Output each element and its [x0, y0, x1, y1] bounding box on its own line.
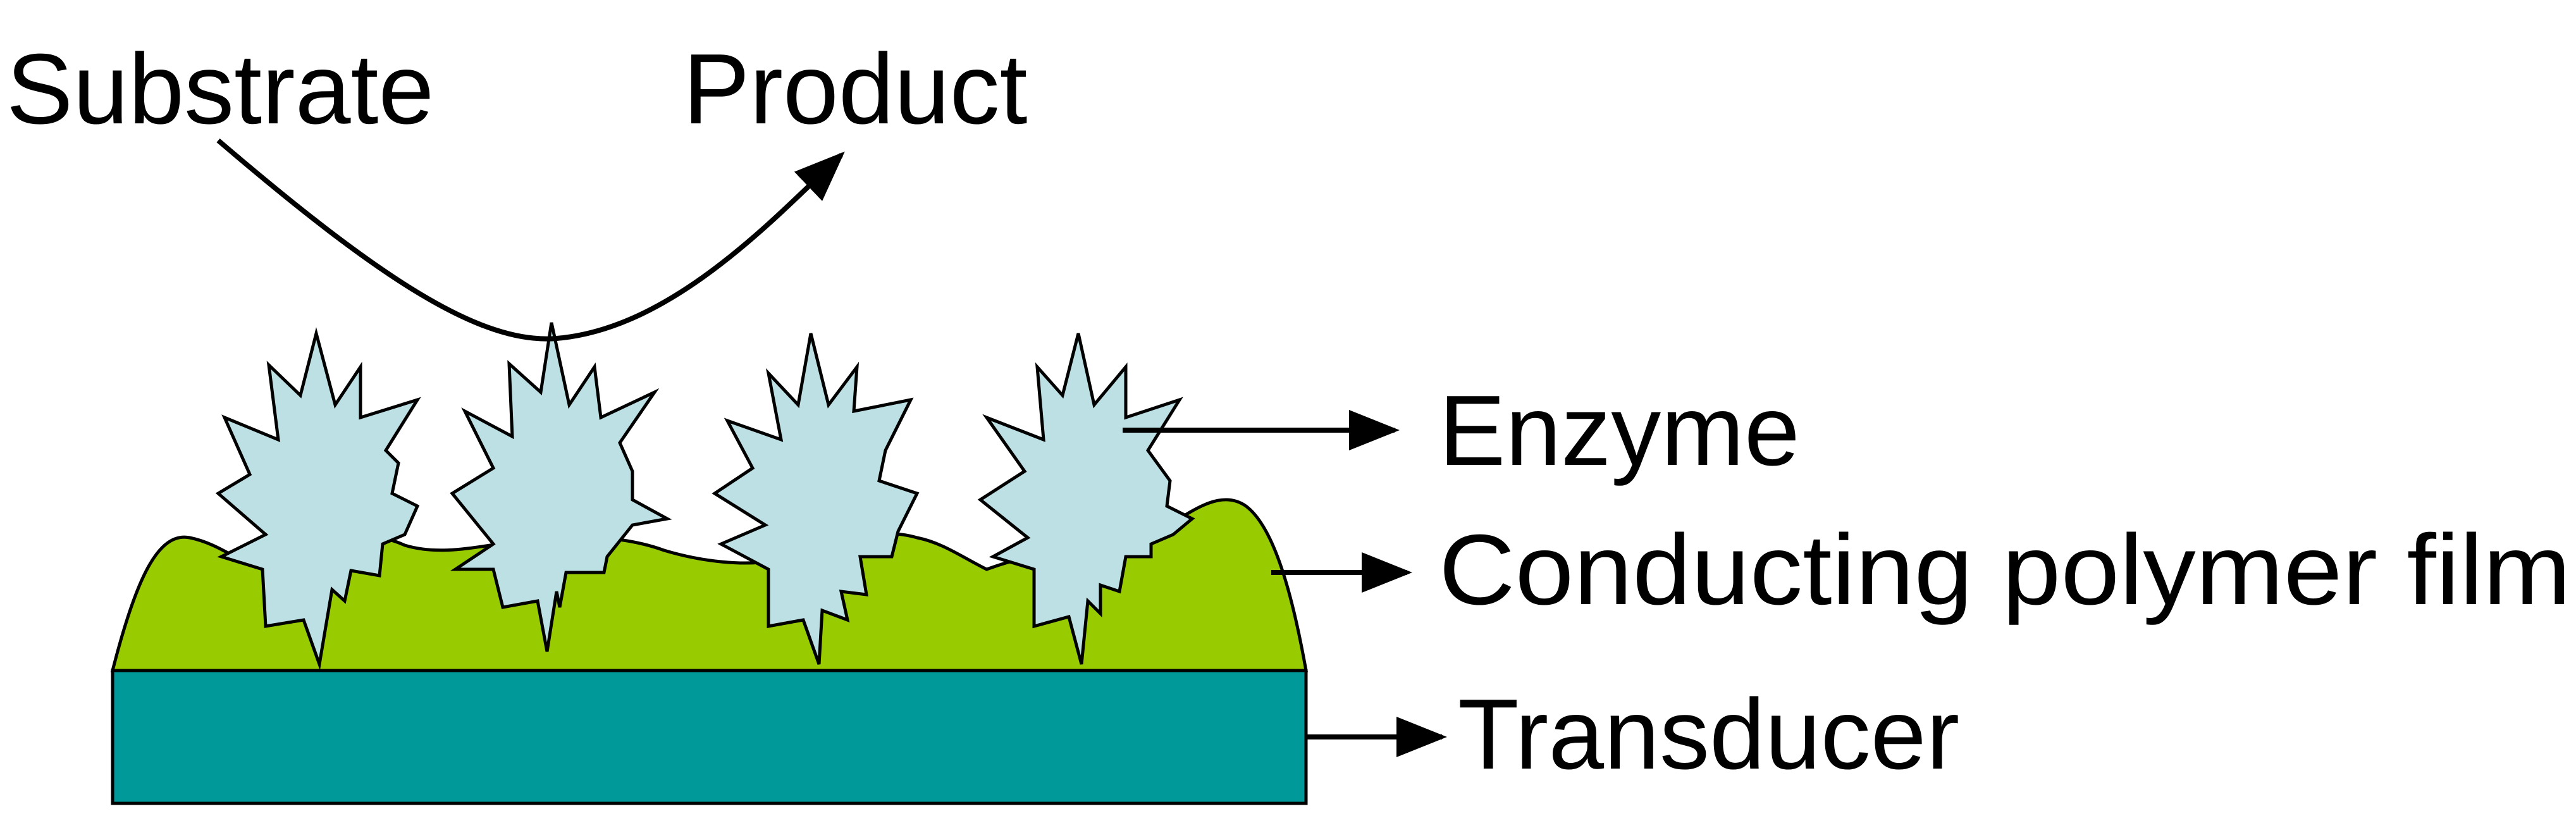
enzyme-shape — [977, 333, 1195, 665]
product-label: Product — [683, 34, 1028, 145]
transducer-label: Transducer — [1458, 679, 1959, 790]
enzyme-shape — [215, 327, 421, 671]
enzyme-shape — [712, 333, 920, 665]
transducer-layer — [111, 669, 1308, 805]
enzyme-shape — [450, 322, 672, 652]
substrate-label: Substrate — [6, 34, 434, 145]
enzyme-label: Enzyme — [1439, 375, 1800, 486]
reaction-arrow — [216, 138, 845, 342]
conducting-polymer-film-label: Conducting polymer film — [1439, 514, 2571, 626]
